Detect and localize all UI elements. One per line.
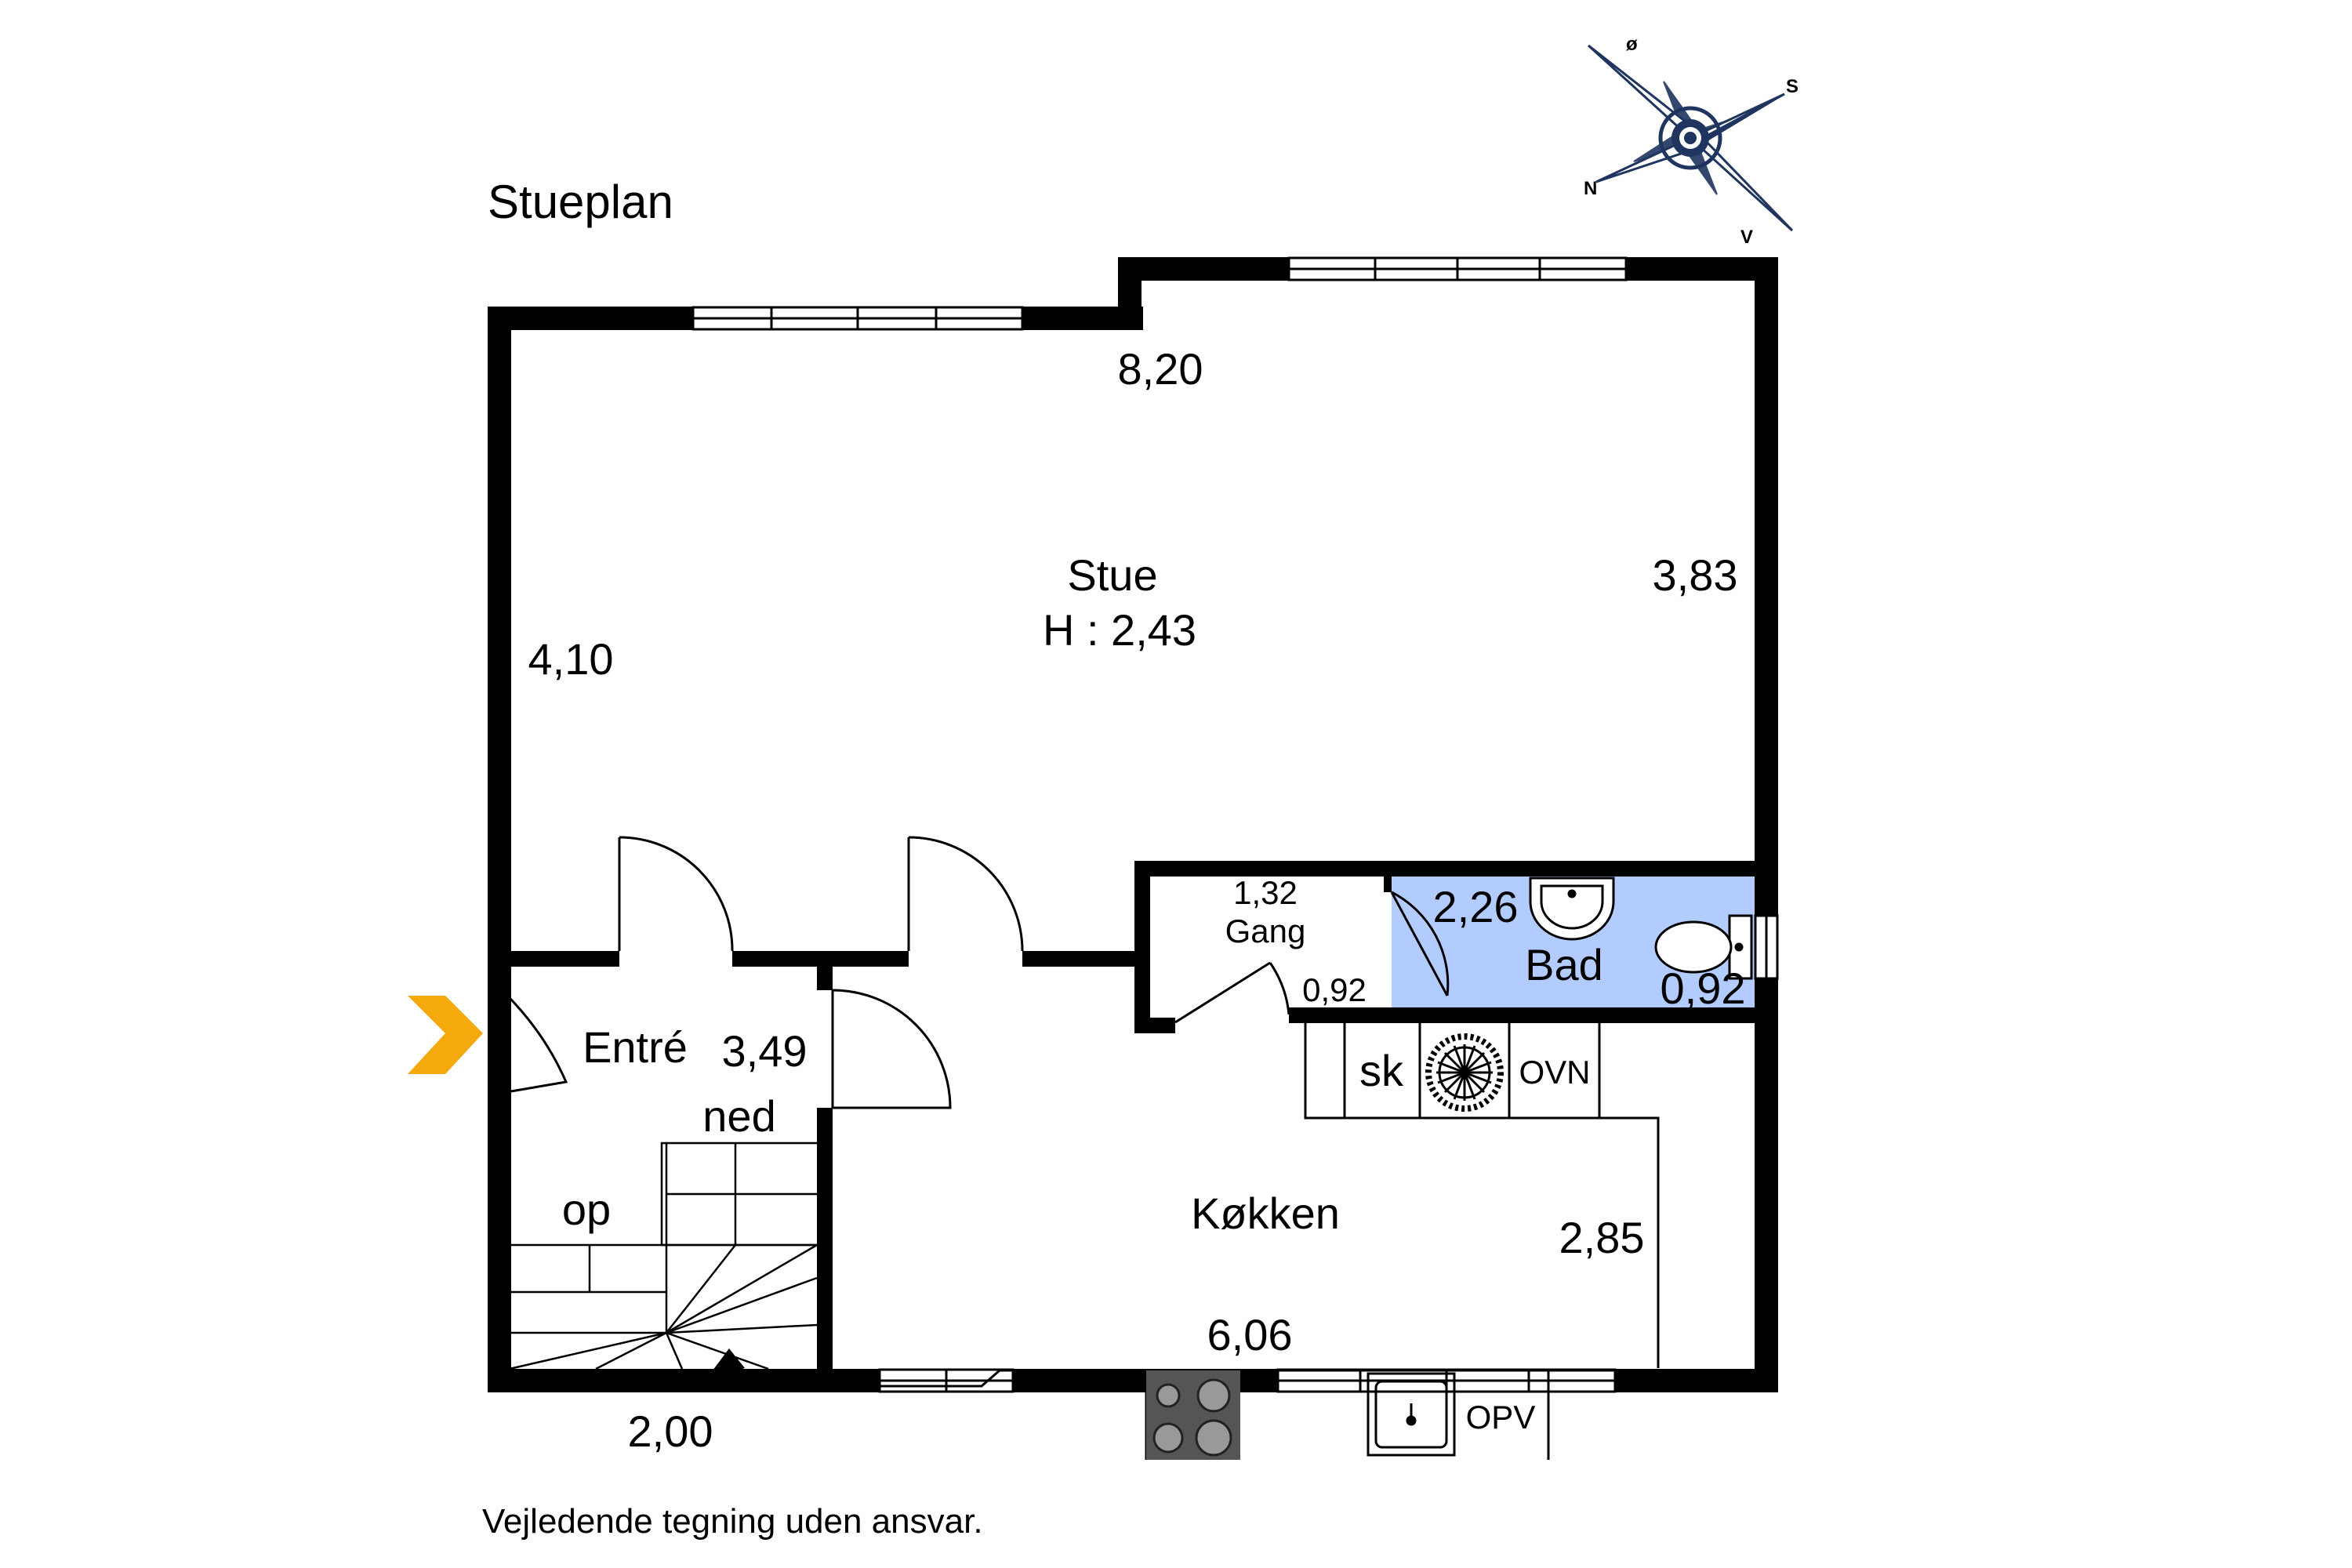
staircase [509,1142,818,1370]
stair-label-ned: ned [702,1091,775,1141]
door-stue-kokken [907,836,1024,952]
washbasin-icon [1529,877,1615,941]
door-gang [1174,961,1290,1024]
room-height-stue: H : 2,43 [1043,605,1196,655]
room-name-kokken: Køkken [1191,1189,1340,1238]
plan-title: Stueplan [488,176,673,228]
room-name-bad: Bad [1525,940,1603,989]
door-bad [1390,891,1450,996]
doors [488,836,1450,1109]
dimension-bad-a: 2,26 [1433,882,1519,931]
counter-edge [833,1369,1658,1388]
door-kokken-entre [831,989,952,1109]
stair-label-op: op [562,1185,611,1234]
compass-label-v: V [1740,227,1753,248]
fixture-label-opv: OPV [1466,1399,1536,1436]
toilet-icon [1654,914,1753,980]
dimension-trappe: 2,00 [628,1406,713,1456]
bathroom-floor [1392,877,1755,1007]
door-entre-stue [618,836,734,952]
compass-label-o: ø [1626,34,1638,55]
compass-label-n: N [1584,178,1597,199]
dimension-gang-a: 1,32 [1233,874,1298,911]
fan-icon [1425,1033,1504,1112]
dimension-stue-left: 4,10 [528,634,614,684]
upper-counter [1304,1023,1660,1364]
compass-rose-icon: ø S N V [1584,34,1798,248]
stair-direction-arrow-icon [706,1348,745,1380]
dimension-kokken-a: 2,85 [1559,1213,1645,1262]
fixture-label-sk: sk [1359,1046,1404,1095]
dimension-entre: 3,49 [722,1026,808,1076]
kitchen-sink-icon [1367,1372,1456,1457]
disclaimer-text: Vejledende tegning uden ansvar. [482,1502,983,1541]
interior-walls [511,861,1764,1370]
compass-label-s: S [1786,76,1798,97]
dimension-stue-right: 3,83 [1653,550,1738,600]
fixture-label-ovn: OVN [1519,1054,1590,1091]
room-name-gang: Gang [1225,913,1306,949]
room-name-stue: Stue [1067,550,1157,600]
dimension-bad-b: 0,92 [1661,964,1746,1013]
dimension-stue-top: 8,20 [1118,344,1203,394]
door-front [488,978,568,1093]
entry-arrow-icon [408,996,483,1074]
room-name-entre: Entré [583,1022,688,1072]
cooktop-icon [1146,1370,1240,1460]
dimension-gang-b: 0,92 [1302,971,1367,1008]
dimension-kokken-b: 6,06 [1207,1310,1293,1359]
